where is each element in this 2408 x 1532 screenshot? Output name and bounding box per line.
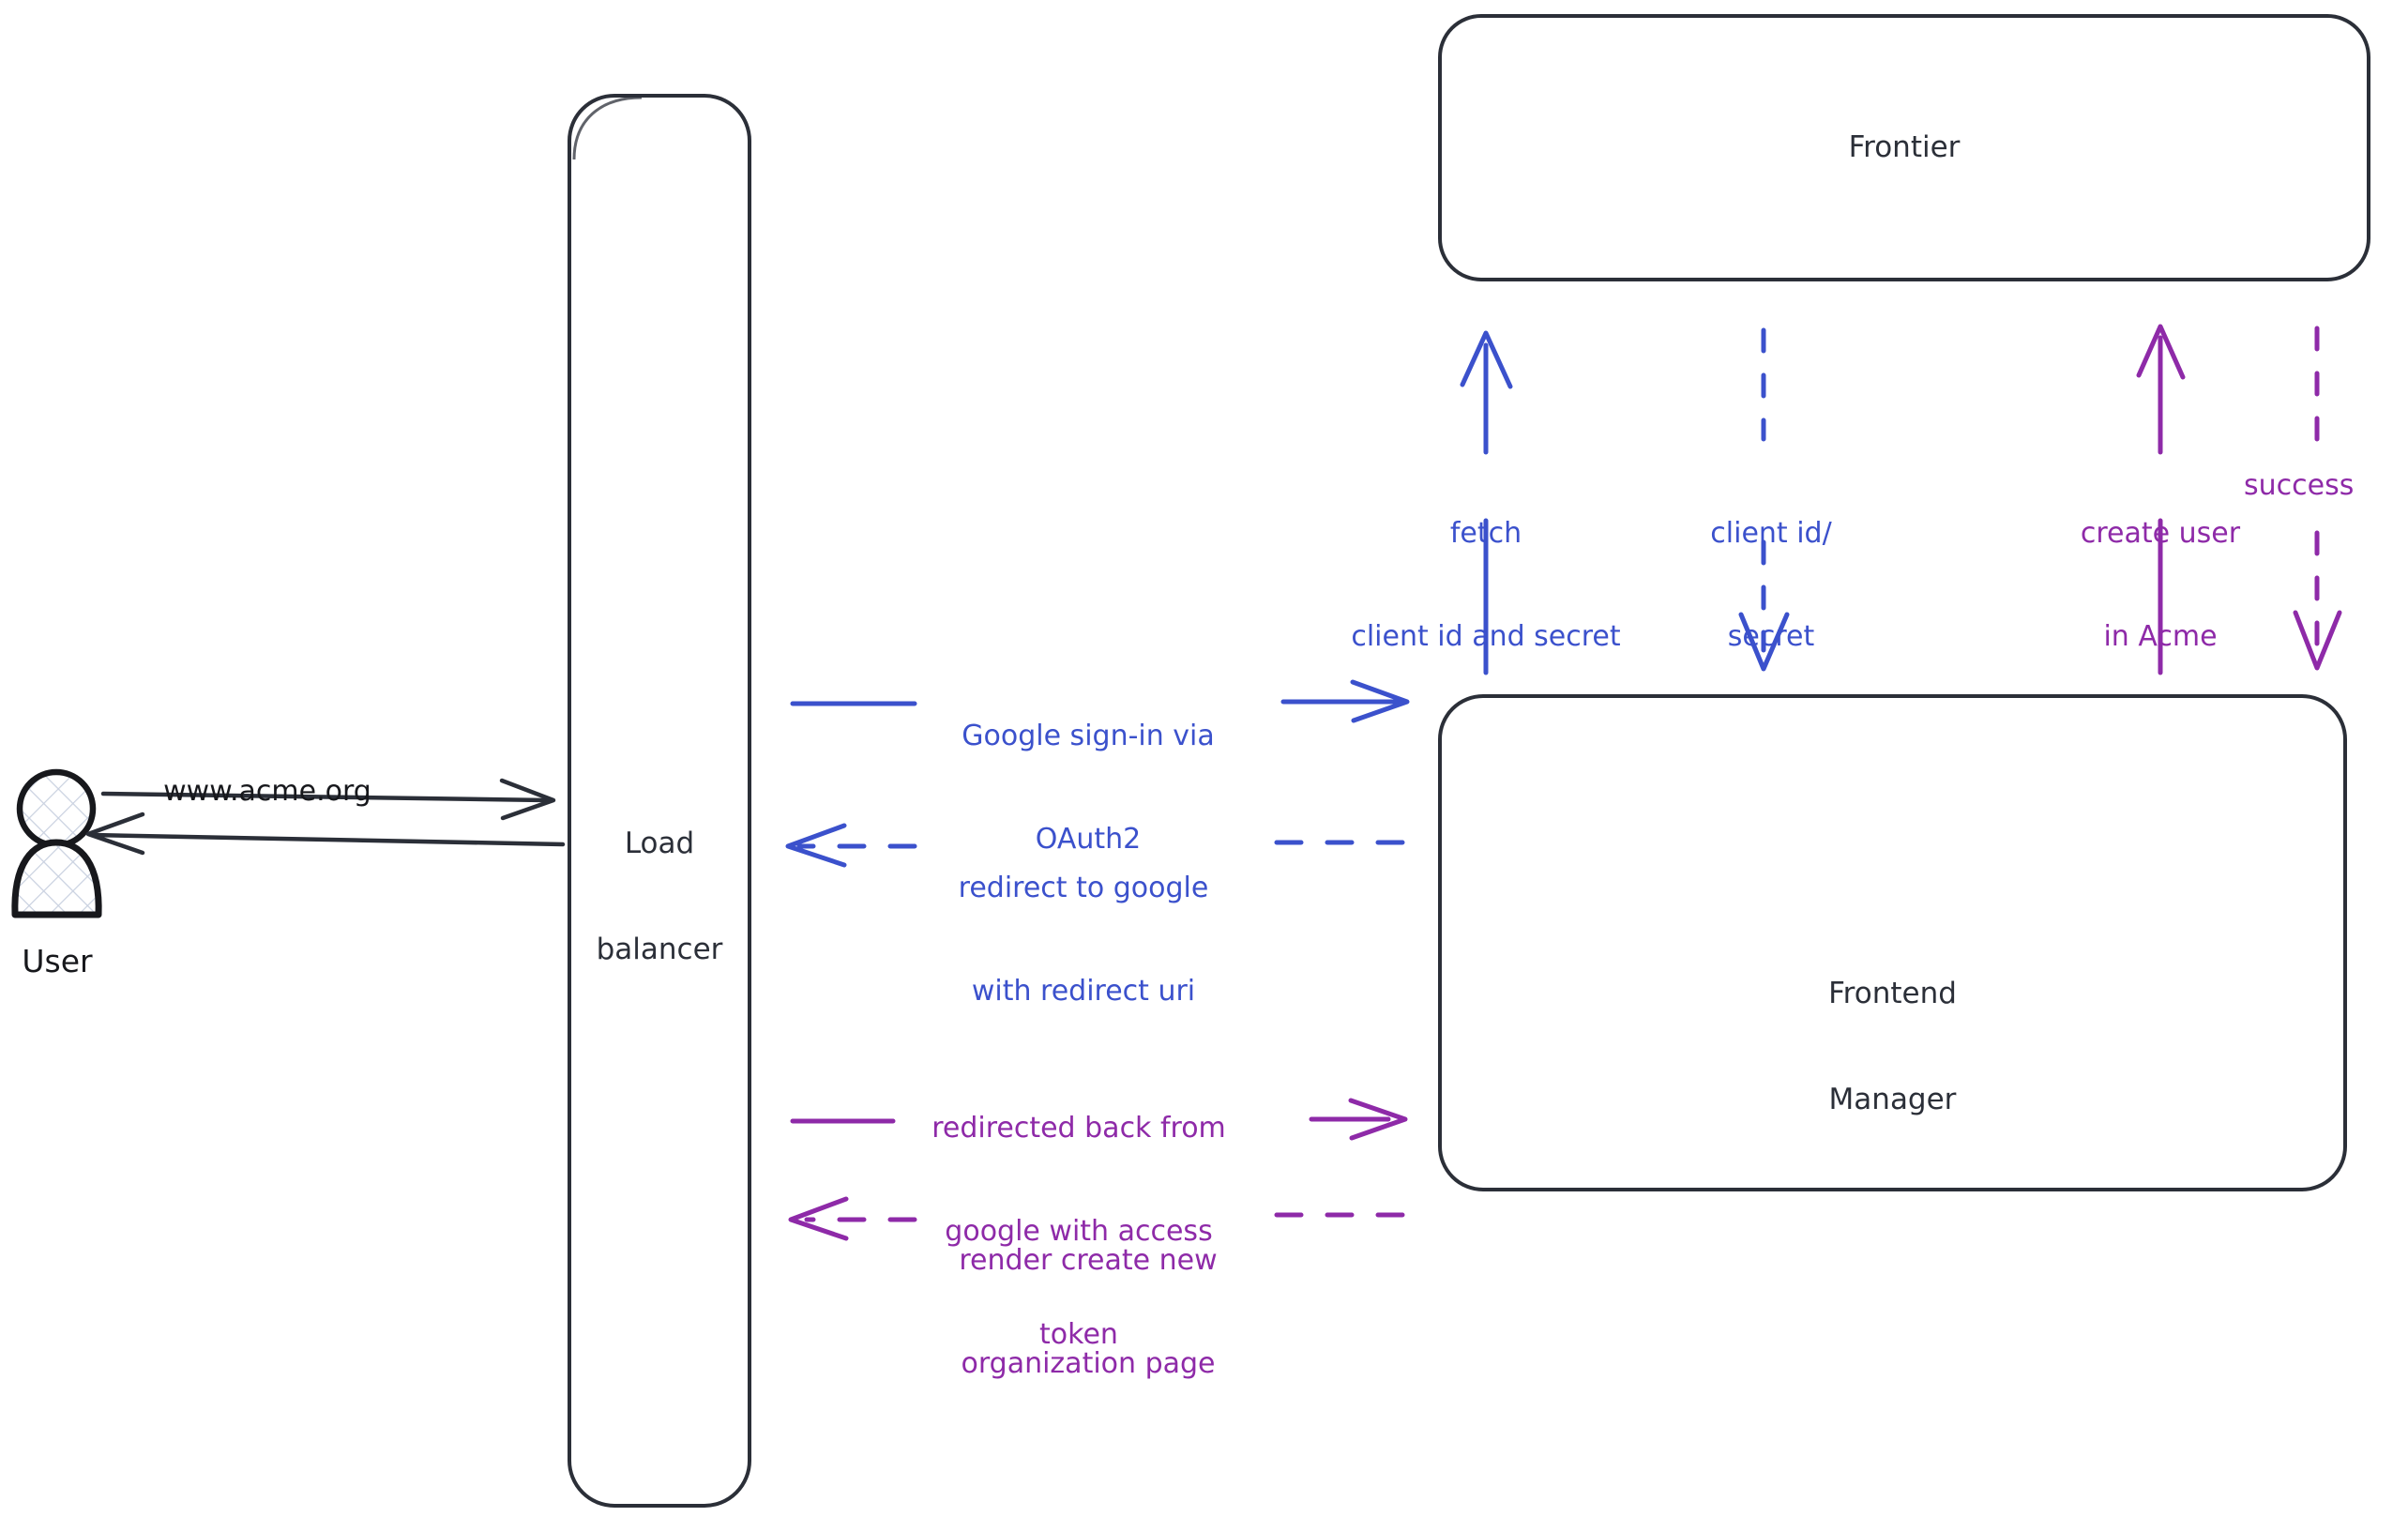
edge-fm-to-frontier-fetch-stroke (1460, 330, 1513, 675)
node-frontier-shape[interactable] (1438, 14, 2370, 281)
node-frontier-label: Frontier (1848, 130, 1961, 164)
edge-fm-to-frontier-fetch-label-line1: fetch (1449, 517, 1522, 551)
edge-fm-to-lb-redirect-label-line2: with redirect uri (971, 974, 1196, 1008)
edge-fm-to-lb-redirect-label: redirect to google with redirect uri (896, 803, 1271, 1078)
edge-fm-to-frontier-create-user-stroke (2136, 324, 2186, 675)
node-load-balancer-label-line1: Load (624, 826, 695, 860)
edge-frontier-to-fm-credentials-label: client id/ secret (1677, 448, 1865, 723)
node-load-balancer-label-line2: balancer (596, 933, 723, 967)
edge-fm-to-frontier-fetch-label-line2: client id and secret (1351, 619, 1621, 653)
edge-fm-to-lb-render-label-line2: organization page (961, 1346, 1216, 1380)
node-frontend-manager-shape[interactable] (1438, 694, 2347, 1191)
edge-fm-to-frontier-fetch-label: fetch client id and secret (1298, 448, 1673, 723)
edge-lb-to-fm-token-stroke (790, 1098, 1408, 1141)
edge-fm-to-lb-redirect-label-line1: redirect to google (958, 872, 1209, 905)
edge-fm-to-frontier-create-user-label-line1: create user (2080, 517, 2241, 551)
edge-fm-to-lb-render-label-line1: render create new (959, 1244, 1218, 1278)
edge-frontier-to-fm-credentials-stroke (1738, 327, 1790, 672)
edge-lb-to-fm-token-label-line1: redirected back from (931, 1112, 1226, 1145)
edge-lb-to-fm-token-label: redirected back from google with access … (882, 1043, 1276, 1421)
edge-fm-to-lb-redirect-stroke (785, 823, 1405, 868)
node-load-balancer-shape[interactable] (568, 94, 751, 1508)
edge-frontier-to-fm-success-label: success (2244, 469, 2355, 502)
edge-lb-to-fm-signin-label-line2: OAuth2 (1035, 822, 1142, 856)
node-load-balancer-label: Load balancer (568, 755, 751, 1039)
edge-frontier-to-fm-credentials-label-line2: secret (1727, 619, 1815, 653)
edge-fm-to-lb-render-label: render create new organization page (896, 1176, 1280, 1450)
edge-fm-to-lb-render-stroke (788, 1196, 1405, 1241)
node-frontend-manager-label: Frontend Manager (1440, 905, 2345, 1190)
edge-lb-to-fm-signin-label-line1: Google sign-in via (962, 720, 1215, 753)
edge-lb-to-user-stroke (85, 812, 566, 856)
edge-lb-to-fm-signin-stroke (790, 679, 1410, 723)
node-frontend-manager-label-line2: Manager (1828, 1083, 1957, 1117)
edge-lb-to-fm-token-label-line3: token (1039, 1317, 1118, 1351)
edge-user-to-lb-label: www.acme.org (163, 775, 371, 808)
edge-lb-to-fm-signin-label: Google sign-in via OAuth2 (891, 651, 1285, 926)
node-frontend-manager-label-line1: Frontend (1828, 976, 1957, 1010)
edge-lb-to-fm-token-label-line2: google with access (945, 1214, 1213, 1248)
edge-fm-to-frontier-create-user-label: create user in Acme (2034, 448, 2287, 723)
actor-user-glyph (11, 768, 102, 918)
edge-frontier-to-fm-credentials-label-line1: client id/ (1710, 517, 1832, 551)
edge-fm-to-frontier-create-user-label-line2: in Acme (2103, 619, 2218, 653)
edge-frontier-to-fm-success-stroke (2293, 326, 2342, 671)
edge-user-to-lb-stroke (100, 778, 556, 821)
actor-user-label: User (22, 943, 93, 979)
